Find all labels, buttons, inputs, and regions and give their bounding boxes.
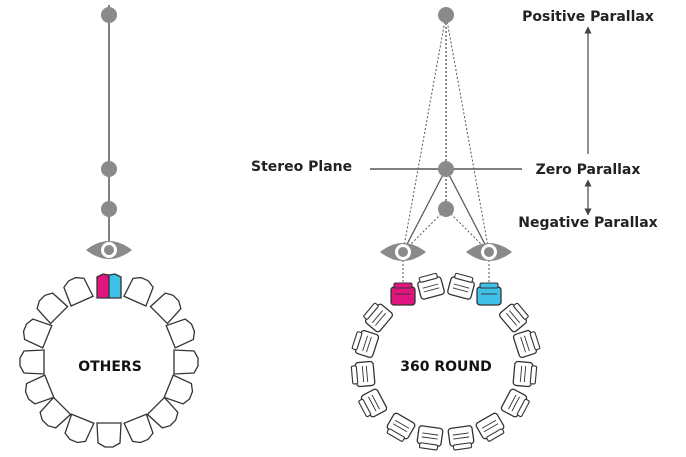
- others-node-mid: [101, 161, 117, 177]
- others-rig: OTHERS: [19, 5, 199, 448]
- zero-parallax-label: Zero Parallax: [536, 162, 641, 178]
- round-node-top: [438, 7, 454, 23]
- others-camera-ring: [19, 273, 199, 448]
- positive-parallax-label: Positive Parallax: [522, 9, 654, 25]
- right-eye-icon: [466, 243, 512, 261]
- round-node-negative: [438, 201, 454, 217]
- round-left-camera: [390, 282, 416, 306]
- round-label: 360 ROUND: [400, 359, 492, 375]
- others-node-top: [101, 7, 117, 23]
- others-node-low: [101, 201, 117, 217]
- others-label: OTHERS: [78, 359, 142, 375]
- round-camera-ring: [350, 271, 542, 452]
- left-eye-icon: [380, 243, 426, 261]
- round-right-camera: [476, 282, 502, 306]
- round-node-zero: [438, 161, 454, 177]
- others-stereo-camera: [96, 273, 122, 299]
- stereo-plane-label: Stereo Plane: [251, 159, 352, 175]
- negative-parallax-label: Negative Parallax: [518, 215, 657, 231]
- round-rig: 360 ROUND: [350, 7, 542, 452]
- others-eye-icon: [86, 241, 132, 259]
